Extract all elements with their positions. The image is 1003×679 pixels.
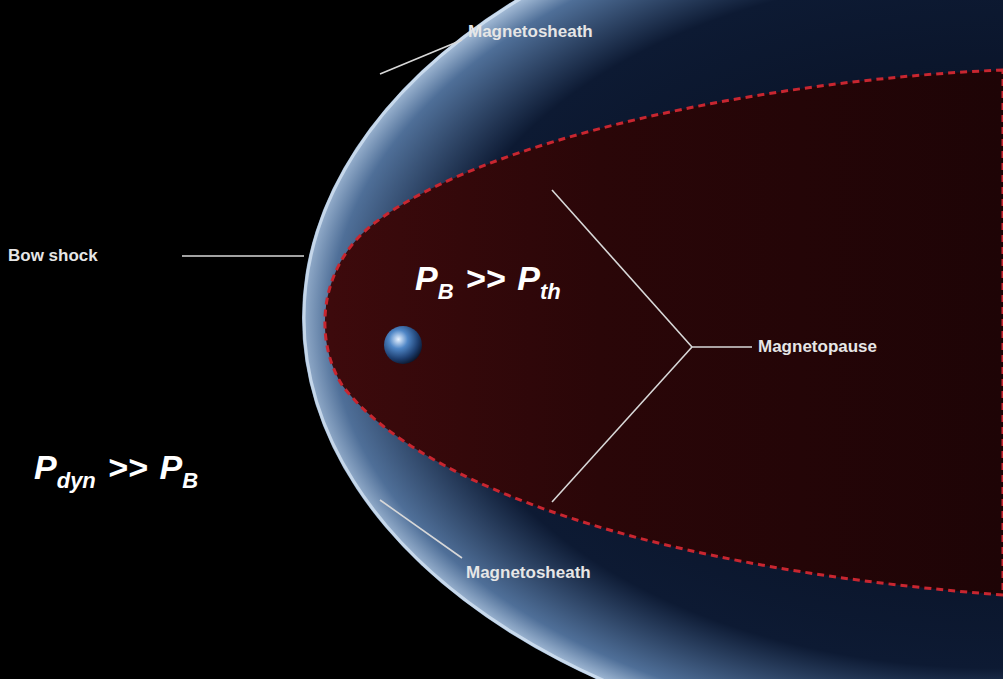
leader-line [380,500,462,558]
pressure-relation: Pdyn>>PB [34,447,198,501]
formula-text: >> [108,448,148,486]
formula-text: P [517,259,540,297]
formula-text: >> [466,259,506,297]
formula-text: P [160,448,183,486]
leader-lines [182,40,752,558]
earth-planet [384,326,422,364]
leader-line [692,346,752,348]
region-label: Magnetopause [758,337,877,357]
subscript-text: B [438,279,454,304]
subscript-text: dyn [57,468,96,493]
subscript-text: th [540,279,561,304]
leader-line [552,190,692,347]
region-label: Magnetosheath [468,22,593,42]
bow-shock-edge [304,0,1003,679]
leader-line [552,347,692,502]
formula-text: P [34,448,57,486]
bow-shock-region [302,0,1003,679]
formula-text: P [415,259,438,297]
pressure-relation: PB>>Pth [415,258,561,312]
magnetopause-boundary [325,70,1003,595]
region-label: Magnetosheath [466,563,591,583]
leader-line [380,40,462,74]
subscript-text: B [182,468,198,493]
region-label: Bow shock [8,246,98,266]
leader-line [182,255,304,257]
